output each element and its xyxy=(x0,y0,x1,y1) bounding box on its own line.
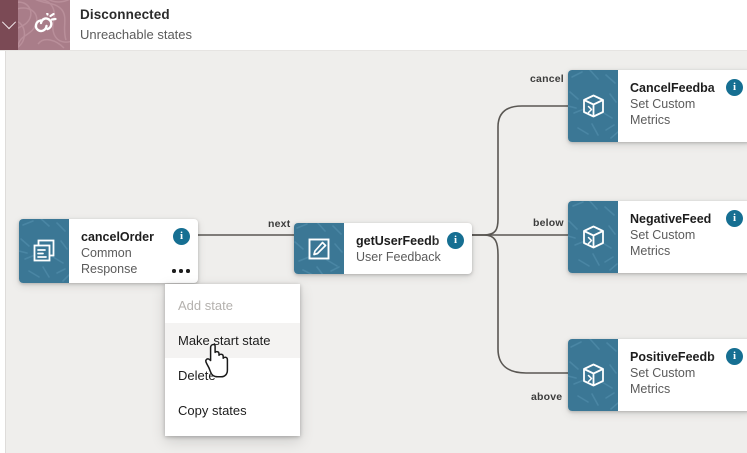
node-cancelOrder[interactable]: cancelOrder Common Response i xyxy=(19,219,198,283)
node-cancelFeedback[interactable]: CancelFeedba Set Custom Metrics i xyxy=(568,70,747,142)
edge-connectors xyxy=(198,105,568,374)
node-positiveFeedback[interactable]: PositiveFeedb Set Custom Metrics i xyxy=(568,339,747,411)
node-title: cancelOrder xyxy=(81,230,154,244)
info-badge[interactable]: i xyxy=(726,79,743,96)
node-icon-tile xyxy=(568,201,618,273)
set-custom-metrics-cube-icon xyxy=(568,70,618,142)
node-subtitle: User Feedback xyxy=(356,250,441,264)
info-badge[interactable]: i xyxy=(173,228,190,245)
node-body: PositiveFeedb Set Custom Metrics i xyxy=(618,339,747,411)
node-title: CancelFeedba xyxy=(630,81,715,95)
menu-item-make-start-state[interactable]: Make start state xyxy=(165,323,300,358)
node-subtitle: Set Custom Metrics xyxy=(630,97,696,127)
info-badge[interactable]: i xyxy=(726,348,743,365)
set-custom-metrics-cube-icon xyxy=(568,339,618,411)
node-title: PositiveFeedb xyxy=(630,350,715,364)
ellipsis-icon xyxy=(186,269,190,273)
node-subtitle: Common Response xyxy=(81,246,138,276)
menu-item-delete[interactable]: Delete xyxy=(178,368,216,383)
chevron-down-icon xyxy=(1,15,17,30)
node-body: NegativeFeed Set Custom Metrics i xyxy=(618,201,747,273)
node-subtitle: Set Custom Metrics xyxy=(630,366,696,396)
edge-label-next: next xyxy=(268,218,291,230)
disconnected-icon-tile xyxy=(18,0,70,50)
header-text-block: Disconnected Unreachable states xyxy=(80,6,192,44)
collapse-panel-button[interactable] xyxy=(0,0,18,50)
node-subtitle: Set Custom Metrics xyxy=(630,228,696,258)
user-feedback-edit-icon xyxy=(294,223,344,274)
edge-label-cancel: cancel xyxy=(530,73,564,85)
info-badge[interactable]: i xyxy=(447,232,464,249)
edge-label-below: below xyxy=(533,217,564,229)
node-body: cancelOrder Common Response i xyxy=(69,219,198,283)
set-custom-metrics-cube-icon xyxy=(568,201,618,273)
node-title: NegativeFeed xyxy=(630,212,712,226)
edge-cancel xyxy=(472,105,568,236)
panel-header: Disconnected Unreachable states xyxy=(0,0,747,51)
edge-above xyxy=(472,234,568,374)
ellipsis-icon xyxy=(179,269,183,273)
disconnected-link-icon xyxy=(18,0,70,50)
node-body: getUserFeedb User Feedback i xyxy=(344,223,472,274)
node-context-menu: Add state Make start state Delete Copy s… xyxy=(165,284,300,436)
ellipsis-icon xyxy=(172,269,176,273)
node-icon-tile xyxy=(19,219,69,283)
node-getUserFeedback[interactable]: getUserFeedb User Feedback i xyxy=(294,223,472,274)
node-menu-button[interactable] xyxy=(172,269,190,273)
page-title: Disconnected xyxy=(80,7,170,22)
graph-canvas[interactable]: next cancel below above xyxy=(5,51,747,453)
menu-item-add-state: Add state xyxy=(178,298,233,313)
node-title: getUserFeedb xyxy=(356,234,440,248)
page-subtitle: Unreachable states xyxy=(80,27,193,42)
node-negativeFeedback[interactable]: NegativeFeed Set Custom Metrics i xyxy=(568,201,747,273)
node-icon-tile xyxy=(568,70,618,142)
node-icon-tile xyxy=(294,223,344,274)
menu-item-copy-states[interactable]: Copy states xyxy=(178,403,247,418)
common-response-icon xyxy=(19,219,69,283)
info-badge[interactable]: i xyxy=(726,210,743,227)
node-icon-tile xyxy=(568,339,618,411)
edge-label-above: above xyxy=(531,391,563,403)
node-body: CancelFeedba Set Custom Metrics i xyxy=(618,70,747,142)
